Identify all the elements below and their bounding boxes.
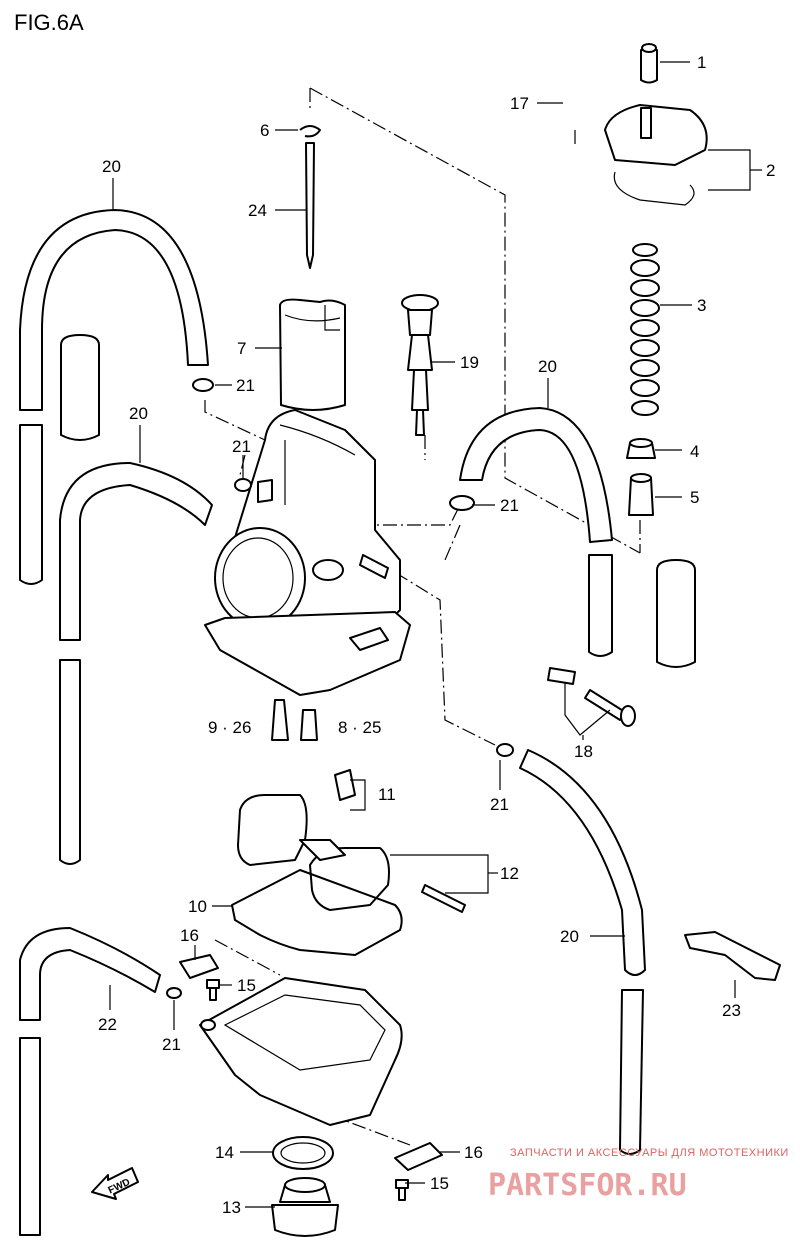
callout-2: 2 bbox=[766, 161, 775, 180]
carburetor-body bbox=[204, 409, 411, 696]
part-4-nut bbox=[626, 438, 656, 459]
leader-lines bbox=[109, 61, 762, 1208]
watermark-logo: PARTSFOR.RU bbox=[488, 1168, 687, 1203]
part-16-plate-right bbox=[394, 1142, 443, 1171]
callout-20-lower-right: 20 bbox=[560, 927, 579, 946]
callout-15-left: 15 bbox=[237, 976, 256, 995]
callout-20-right: 20 bbox=[538, 357, 557, 376]
callout-20-top-left: 20 bbox=[102, 157, 121, 176]
part-8-25-jet bbox=[300, 709, 318, 741]
callout-17: 17 bbox=[510, 94, 529, 113]
callout-12: 12 bbox=[500, 864, 519, 883]
part-20-hose-left bbox=[19, 209, 209, 585]
part-15-screw-right bbox=[395, 1179, 409, 1201]
callout-21-a: 21 bbox=[236, 376, 255, 395]
part-16-plate-left bbox=[179, 954, 219, 979]
part-11-valve bbox=[334, 769, 356, 801]
callout-11: 11 bbox=[378, 785, 396, 804]
part-24-jet-needle bbox=[305, 142, 315, 269]
part-13-drain-plug bbox=[271, 1177, 339, 1237]
callout-6: 6 bbox=[260, 121, 269, 140]
callout-21-b: 21 bbox=[232, 437, 251, 456]
callout-18: 18 bbox=[574, 742, 593, 761]
part-22-hose bbox=[19, 927, 161, 1236]
part-15-screw-left bbox=[206, 979, 220, 1001]
callout-21-c: 21 bbox=[500, 496, 519, 515]
part-3-spring bbox=[630, 243, 660, 416]
callout-24: 24 bbox=[248, 201, 267, 220]
callout-20-mid-left: 20 bbox=[129, 404, 148, 423]
callout-22: 22 bbox=[98, 1015, 117, 1034]
figure-title: FIG.6A bbox=[14, 10, 84, 35]
callout-13: 13 bbox=[222, 1198, 241, 1217]
tube-pieces bbox=[60, 334, 696, 668]
float-bowl bbox=[199, 977, 403, 1126]
part-20-hose-right bbox=[459, 407, 613, 657]
callout-4: 4 bbox=[690, 442, 699, 461]
callout-10: 10 bbox=[188, 897, 207, 916]
part-14-o-ring bbox=[272, 1136, 334, 1170]
part-21-clips bbox=[166, 378, 514, 999]
callout-16-right: 16 bbox=[464, 1143, 483, 1162]
watermark: ЗАПЧАСТИ И АКСЕССУАРЫ ДЛЯ МОТОТЕХНИКИ PA… bbox=[488, 1147, 789, 1203]
fwd-arrow-icon: FWD bbox=[91, 1167, 139, 1200]
part-6-clip bbox=[299, 125, 321, 138]
watermark-tagline: ЗАПЧАСТИ И АКСЕССУАРЫ ДЛЯ МОТОТЕХНИКИ bbox=[510, 1147, 789, 1159]
callout-1: 1 bbox=[697, 53, 706, 72]
part-5-holder bbox=[628, 473, 654, 516]
callout-21-d: 21 bbox=[490, 795, 509, 814]
callout-5: 5 bbox=[690, 488, 699, 507]
part-2-top-cover bbox=[604, 104, 708, 206]
callout-23: 23 bbox=[722, 1001, 741, 1020]
callout-14: 14 bbox=[215, 1143, 234, 1162]
callout-15-right: 15 bbox=[430, 1174, 449, 1193]
part-19-air-screw bbox=[401, 294, 439, 436]
callout-8-25: 8 · 25 bbox=[338, 718, 381, 737]
callout-labels: 1 2 3 4 5 6 7 8 · 25 9 · 26 10 11 12 13 … bbox=[98, 53, 775, 1217]
part-18-stop-screw bbox=[547, 667, 636, 727]
part-1-cap bbox=[640, 43, 658, 84]
callout-3: 3 bbox=[697, 296, 706, 315]
callout-16-left: 16 bbox=[180, 926, 199, 945]
part-20-hose-mid bbox=[59, 462, 213, 865]
callout-21-e: 21 bbox=[162, 1035, 181, 1054]
part-7-throttle-valve bbox=[279, 298, 346, 411]
callout-9-26: 9 · 26 bbox=[208, 718, 251, 737]
part-23-bracket bbox=[684, 931, 781, 981]
part-20-hose-long bbox=[519, 749, 646, 1155]
callout-7: 7 bbox=[237, 339, 246, 358]
part-9-26-jet bbox=[271, 699, 289, 741]
part-10-gasket bbox=[231, 869, 403, 956]
part-12-floats bbox=[237, 794, 466, 913]
callout-19: 19 bbox=[460, 353, 479, 372]
